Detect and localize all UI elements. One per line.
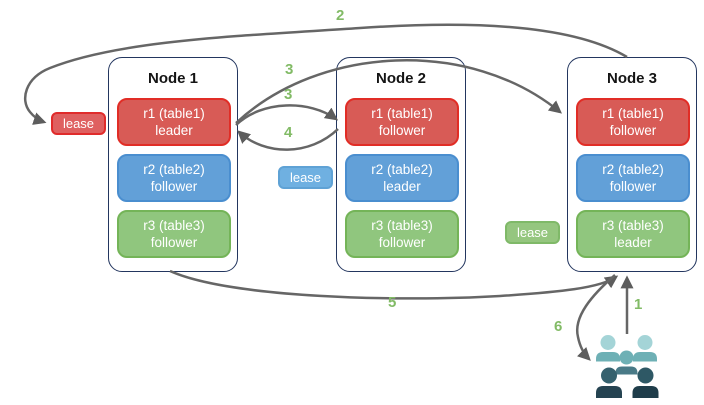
lease-badge-table3: lease — [505, 221, 560, 244]
step-label-3b: 3 — [284, 86, 293, 103]
step-label-4: 4 — [284, 124, 293, 141]
lease-badge-table2: lease — [278, 166, 333, 189]
node1-replica-r1: r1 (table1) leader — [117, 98, 231, 146]
node3-replica-r3: r3 (table3) leader — [576, 210, 690, 258]
step-label-2: 2 — [336, 7, 345, 24]
step-label-1: 1 — [634, 296, 643, 313]
replica-name: r1 (table1) — [602, 106, 664, 121]
step-label-3a: 3 — [285, 61, 294, 78]
step-label-6: 6 — [554, 318, 563, 335]
node3-replica-r1: r1 (table1) follower — [576, 98, 690, 146]
node3-replica-r2: r2 (table2) follower — [576, 154, 690, 202]
arrow-step-3-node1-to-node2 — [235, 104, 339, 126]
users-icon — [596, 335, 659, 398]
replica-name: r2 (table2) — [602, 162, 664, 177]
replica-role: follower — [378, 235, 426, 250]
arrow-step-6-node3-to-users — [575, 274, 616, 361]
node-2-title: Node 2 — [375, 70, 426, 87]
replica-role: follower — [150, 235, 198, 250]
node2-replica-r2: r2 (table2) leader — [345, 154, 459, 202]
replica-name: r2 (table2) — [143, 162, 205, 177]
replica-role: follower — [609, 123, 657, 138]
replica-name: r2 (table2) — [371, 162, 433, 177]
step-label-5: 5 — [388, 294, 397, 311]
node-3-title: Node 3 — [606, 70, 657, 87]
replica-role: follower — [150, 179, 198, 194]
replica-name: r3 (table3) — [371, 218, 433, 233]
replica-role: leader — [383, 179, 421, 194]
replica-name: r3 (table3) — [602, 218, 664, 233]
node-1: Node 1 r1 (table1) leader r2 (table2) fo… — [108, 57, 238, 272]
node2-replica-r3: r3 (table3) follower — [345, 210, 459, 258]
lease-badge-table1: lease — [51, 112, 106, 135]
node-2: Node 2 r1 (table1) follower r2 (table2) … — [336, 57, 466, 272]
node2-replica-r1: r1 (table1) follower — [345, 98, 459, 146]
replica-role: leader — [155, 123, 193, 138]
node-3: Node 3 r1 (table1) follower r2 (table2) … — [567, 57, 697, 272]
node-1-title: Node 1 — [147, 70, 198, 87]
replica-role: leader — [614, 235, 652, 250]
replica-name: r1 (table1) — [371, 106, 433, 121]
replica-role: follower — [609, 179, 657, 194]
node1-replica-r2: r2 (table2) follower — [117, 154, 231, 202]
replica-role: follower — [378, 123, 426, 138]
replica-name: r3 (table3) — [143, 218, 205, 233]
replica-name: r1 (table1) — [143, 106, 205, 121]
node1-replica-r3: r3 (table3) follower — [117, 210, 231, 258]
